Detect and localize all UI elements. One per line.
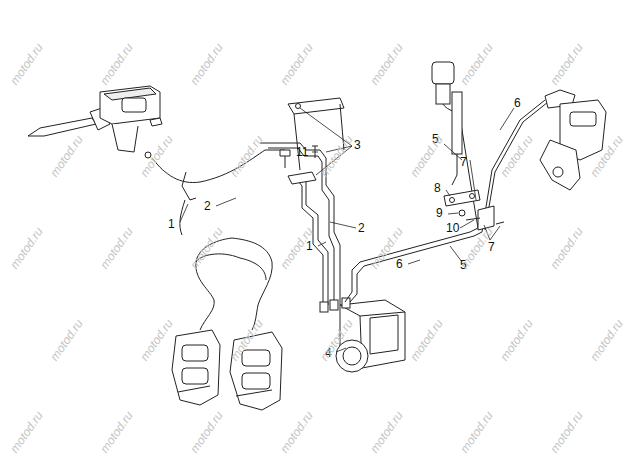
watermark: motod.ru [318,133,355,179]
callout-number: 6 [514,97,521,109]
watermark: motod.ru [458,41,495,87]
callout-number: 1 [168,218,175,230]
watermark: motod.ru [48,317,85,363]
callout-number: 8 [434,182,441,194]
callout-number: 10 [446,222,459,234]
watermark: motod.ru [368,409,405,455]
watermark: motod.ru [548,41,585,87]
callout-number: 11 [296,146,308,158]
front-caliper-left [172,330,220,405]
watermark: motod.ru [98,409,135,455]
leader-lines [180,108,514,352]
callout-number: 3 [354,139,361,151]
watermark: motod.ru [278,41,315,87]
callout-number: 7 [460,156,467,168]
callout-number: 7 [488,241,495,253]
callout-number: 6 [396,258,403,270]
watermark: motod.ru [8,409,45,455]
watermark: motod.ru [8,225,45,271]
rear-master-cylinder [432,62,462,185]
watermark: motod.ru [8,41,45,87]
watermark: motod.ru [188,225,225,271]
watermark: motod.ru [408,133,445,179]
watermark: motod.ru [278,409,315,455]
watermark: motod.ru [548,409,585,455]
watermark: motod.ru [228,133,265,179]
watermark: motod.ru [188,41,225,87]
callout-number: 9 [436,207,443,219]
watermark: motod.ru [548,225,585,271]
watermark: motod.ru [98,225,135,271]
watermark: motod.ru [98,41,135,87]
watermark: motod.ru [368,41,405,87]
watermark: motod.ru [48,133,85,179]
watermark: motod.ru [588,317,625,363]
watermark: motod.ru [458,409,495,455]
watermark: motod.ru [408,317,445,363]
callout-number: 2 [204,200,211,212]
front-master-cylinder [28,86,162,158]
watermark: motod.ru [138,133,175,179]
callout-number: 2 [358,222,365,234]
watermark: motod.ru [498,317,535,363]
watermark: motod.ru [188,409,225,455]
watermark: motod.ru [138,317,175,363]
